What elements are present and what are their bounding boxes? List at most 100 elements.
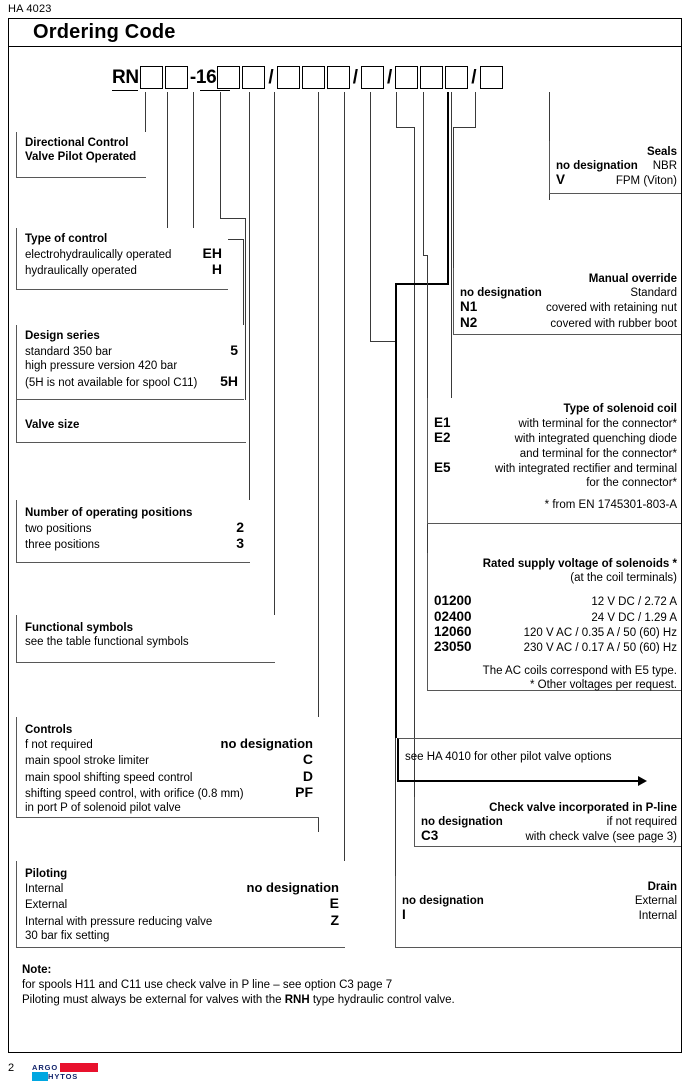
- leader-line-7: [318, 92, 320, 832]
- section-supply-voltage: Rated supply voltage of solenoids * (at …: [427, 553, 681, 691]
- option-label: standard 350 bar: [25, 346, 112, 359]
- section-title: Piloting: [25, 868, 68, 880]
- section-title: Rated supply voltage of solenoids *: [482, 558, 677, 570]
- leader-line-manual-a: [475, 92, 477, 128]
- leader-line-1: [145, 92, 147, 144]
- ordering-code-box-8[interactable]: [360, 66, 384, 89]
- argo-hytos-logo: ARGO HYTOS: [32, 1063, 98, 1081]
- option-code: H: [211, 261, 222, 278]
- option-label: with check valve (see page 3): [525, 831, 678, 844]
- option-label: with integrated quenching diode: [514, 433, 677, 446]
- logo-text-argo: ARGO: [32, 1063, 59, 1072]
- size-underline: [200, 90, 230, 92]
- page-title: Ordering Code: [33, 21, 176, 43]
- option-label: (5H is not available for spool C11): [25, 376, 198, 389]
- option-label: Internal: [638, 910, 677, 923]
- option-code: C: [302, 751, 313, 768]
- section-title-line-1: Directional Control: [25, 137, 129, 149]
- section-title: Type of solenoid coil: [563, 403, 677, 415]
- option-label: hydraulically operated: [25, 265, 137, 278]
- leader-line-4a: [220, 92, 222, 219]
- note-line-2-part-a: Piloting must always be external for val…: [22, 994, 285, 1006]
- note-block: Note: for spools H11 and C11 use check v…: [22, 963, 455, 1008]
- leader-line-voltage-a: [423, 92, 425, 256]
- note-line-2: Piloting must always be external for val…: [22, 993, 455, 1008]
- option-code: no designation: [246, 880, 339, 896]
- option-code: E1: [434, 415, 451, 431]
- leader-line-8: [344, 92, 346, 948]
- supply-note-1: The AC coils correspond with E5 type.: [482, 665, 677, 678]
- option-label: covered with retaining nut: [545, 302, 677, 315]
- leader-line-checkvalve-c: [414, 127, 416, 847]
- section-type-of-control: Type of control electrohydraulically ope…: [16, 228, 228, 290]
- logo-red-block: [60, 1063, 98, 1072]
- option-label: in port P of solenoid pilot valve: [25, 802, 181, 815]
- section-title: Valve size: [25, 419, 80, 431]
- ordering-code-box-11[interactable]: [445, 66, 469, 89]
- option-label: two positions: [25, 523, 92, 536]
- option-label: main spool stroke limiter: [25, 755, 149, 768]
- section-title: Number of operating positions: [25, 507, 193, 519]
- leader-line-4b: [220, 218, 246, 220]
- option-label: if not required: [606, 816, 677, 829]
- section-operating-positions: Number of operating positions two positi…: [16, 500, 250, 563]
- ordering-code-separator-3: /: [386, 67, 393, 88]
- solenoid-footnote: * from EN 1745301-803-A: [544, 499, 677, 512]
- leader-line-pilotref-b: [395, 283, 449, 285]
- option-code: 5H: [220, 372, 238, 389]
- ordering-code-size: -16: [189, 67, 217, 88]
- option-code: 01200: [434, 593, 472, 609]
- ordering-code-box-3[interactable]: [217, 66, 241, 89]
- title-bar: [8, 18, 682, 47]
- ordering-code-box-6[interactable]: [301, 66, 325, 89]
- option-label: with integrated rectifier and terminal: [494, 462, 677, 475]
- option-label: NBR: [652, 160, 677, 173]
- option-label: for the connector*: [586, 477, 677, 490]
- ordering-code-box-2[interactable]: [164, 66, 188, 89]
- option-code: no designation: [556, 160, 638, 173]
- ordering-code-box-7[interactable]: [326, 66, 350, 89]
- option-label: covered with rubber boot: [550, 317, 677, 330]
- ordering-code-box-1[interactable]: [139, 66, 163, 89]
- ordering-code-row: RN -16 / / / /: [112, 66, 505, 92]
- option-code: C3: [421, 828, 439, 844]
- logo-text-hytos: HYTOS: [48, 1072, 79, 1081]
- option-label: high pressure version 420 bar: [25, 360, 178, 373]
- option-code: 12060: [434, 623, 472, 639]
- note-line-1: for spools H11 and C11 use check valve i…: [22, 979, 393, 991]
- option-code: no designation: [460, 287, 542, 300]
- option-label: main spool shifting speed control: [25, 771, 193, 784]
- ordering-code-box-9[interactable]: [395, 66, 419, 89]
- ordering-code-box-4[interactable]: [242, 66, 266, 89]
- ordering-code-box-12[interactable]: [479, 66, 503, 89]
- ordering-code-box-5[interactable]: [276, 66, 300, 89]
- option-label: with terminal for the connector*: [518, 418, 677, 431]
- option-code: E: [329, 895, 339, 912]
- option-code: V: [556, 172, 566, 188]
- option-code: EH: [202, 245, 222, 262]
- option-label: and terminal for the connector*: [519, 447, 677, 460]
- section-check-valve: Check valve incorporated in P-line no de…: [414, 797, 681, 847]
- ordering-code-box-10[interactable]: [420, 66, 444, 89]
- ordering-code-separator-2: /: [352, 67, 358, 88]
- pilot-valve-arrow-head: [638, 776, 647, 786]
- option-label: Standard: [630, 287, 677, 300]
- option-label: three positions: [25, 539, 100, 552]
- option-code: 5: [230, 342, 238, 359]
- leader-line-drain-b: [370, 341, 396, 343]
- leader-line-manual-b: [453, 127, 476, 129]
- leader-line-manual-c: [453, 127, 455, 335]
- section-design-series: Design series standard 350 bar 5 high pre…: [16, 325, 244, 400]
- option-label: External: [634, 895, 677, 908]
- leader-line-pilotref-a: [447, 92, 449, 284]
- option-code: I: [402, 907, 406, 923]
- option-label: 12 V DC / 2.72 A: [591, 596, 677, 609]
- leader-line-checkvalve-b: [396, 127, 415, 129]
- leader-line-5: [249, 92, 251, 549]
- section-solenoid-coil: Type of solenoid coil E1 with terminal fo…: [427, 398, 681, 524]
- option-label: f not required: [25, 739, 93, 752]
- section-title: Design series: [25, 330, 100, 342]
- leader-line-3a: [193, 92, 195, 240]
- leader-line-pilotref-c: [395, 283, 397, 738]
